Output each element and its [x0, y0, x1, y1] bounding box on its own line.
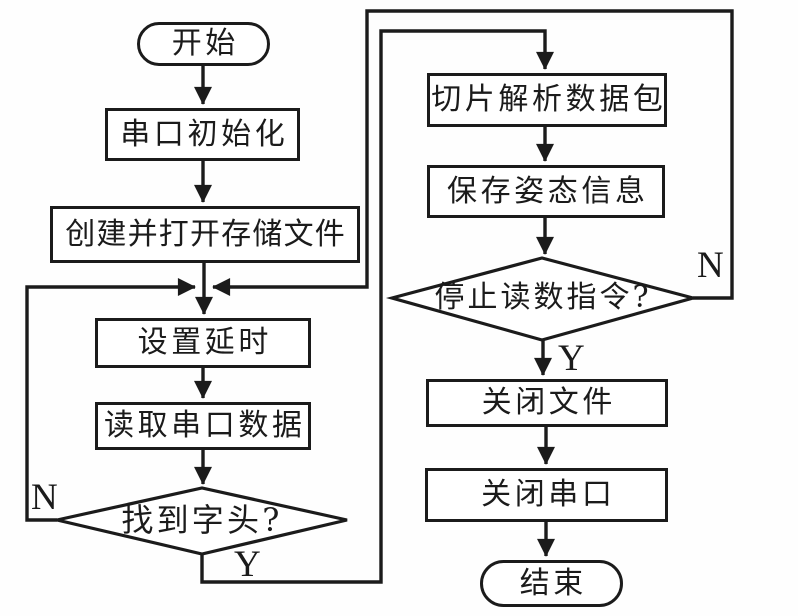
- node-slice-parse-packet: 切片解析数据包: [427, 73, 667, 127]
- node-close-serial: 关闭串口: [425, 468, 668, 522]
- node-read-serial-data: 读取串口数据: [95, 402, 311, 450]
- decision-stop-command-shape: [385, 256, 700, 342]
- node-close-file: 关闭文件: [426, 379, 668, 427]
- decision-found-header-shape: [56, 486, 348, 556]
- node-serial-init: 串口初始化: [105, 108, 300, 161]
- branch-label-stop-command-no: N: [697, 245, 724, 286]
- decision-stop-command-label: 停止读数指令?: [434, 280, 652, 315]
- node-end: 结束: [480, 560, 623, 607]
- edge-stop-command-no-return: [212, 9, 734, 300]
- branch-label-found-header-no: N: [31, 477, 58, 518]
- branch-label-found-header-yes: Y: [234, 544, 261, 585]
- node-start: 开始: [137, 22, 270, 66]
- decision-found-header-label: 找到字头?: [121, 501, 283, 539]
- node-create-open-file: 创建并打开存储文件: [50, 206, 360, 263]
- edge-found-header-yes-slice-parse: [200, 29, 554, 584]
- node-save-attitude-info: 保存姿态信息: [427, 165, 665, 218]
- edge-found-header-no-return: [25, 278, 196, 522]
- node-set-delay: 设置延时: [95, 318, 311, 368]
- branch-label-stop-command-yes: Y: [558, 338, 585, 379]
